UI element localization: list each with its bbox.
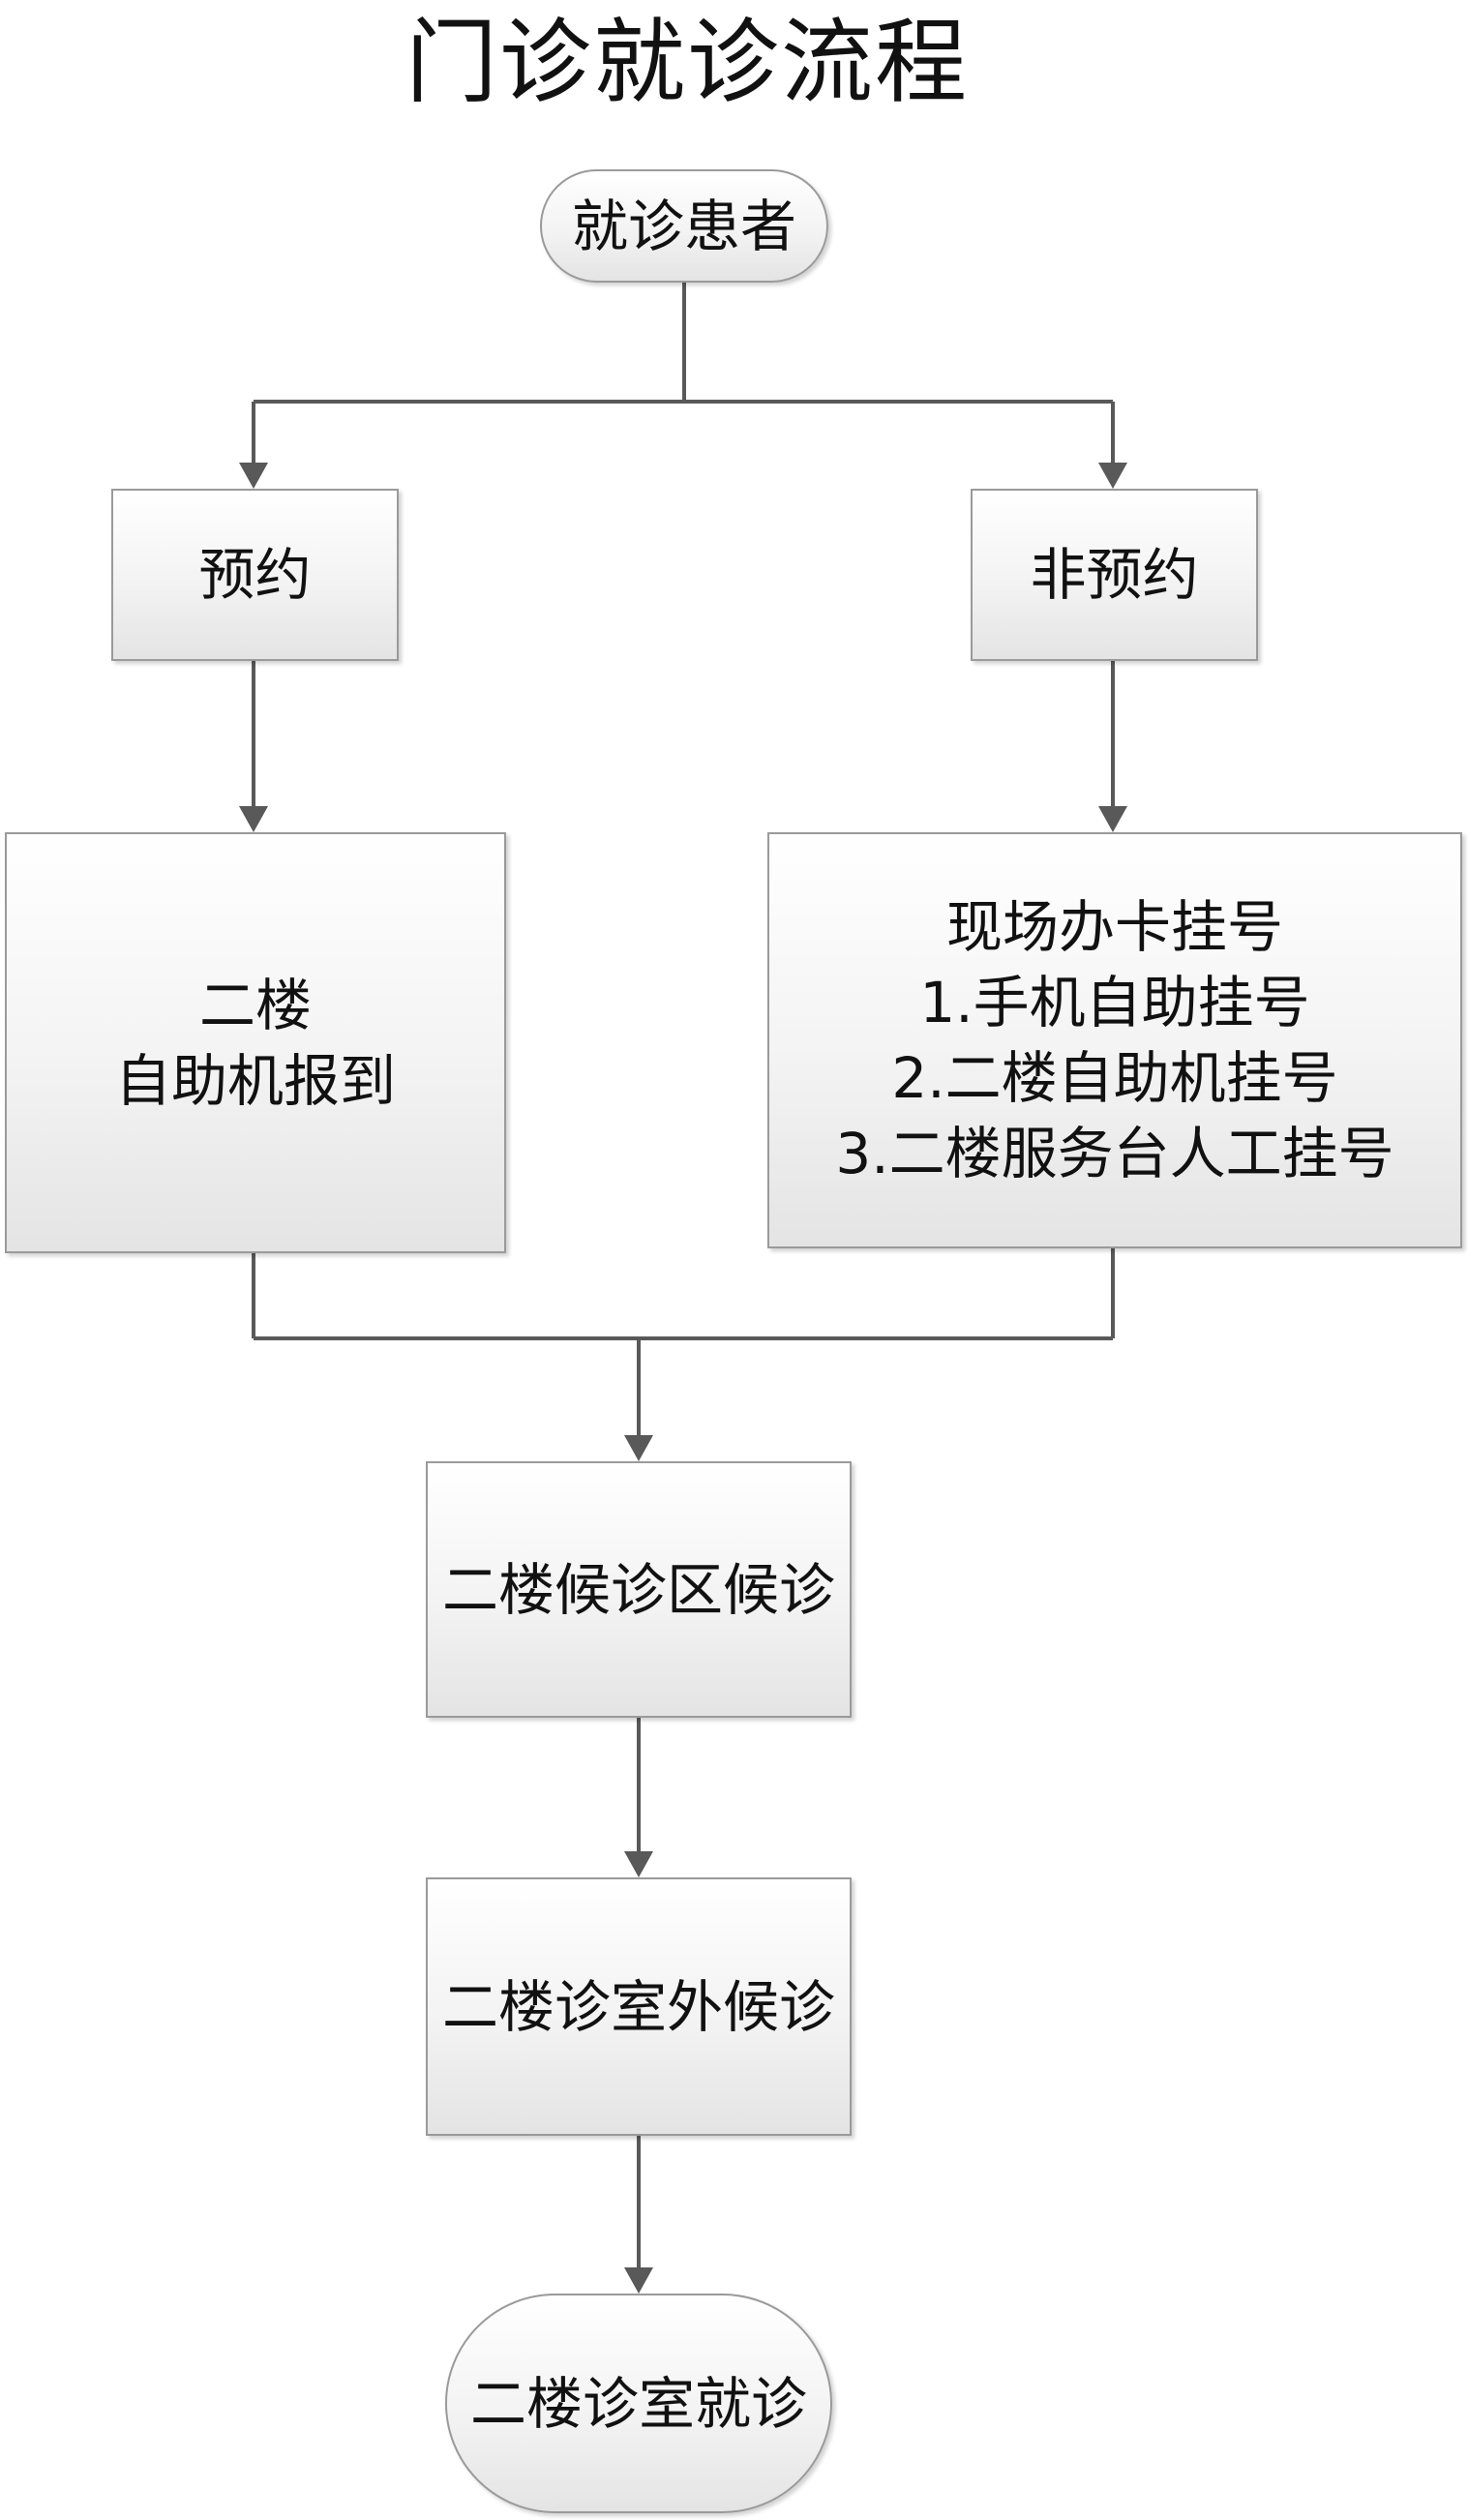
arrowhead-appointment [239,463,268,489]
register-node: 现场办卡挂号 1.手机自助挂号 2.二楼自助机挂号 3.二楼服务台人工挂号 [767,832,1462,1248]
checkin-line-2: 自助机报到 [114,1047,396,1114]
start-node-label: 就诊患者 [571,193,796,259]
waiting-area-label: 二楼候诊区候诊 [441,1556,835,1623]
waiting-outside-label: 二楼诊室外候诊 [441,1973,835,2040]
end-node: 二楼诊室就诊 [445,2294,832,2513]
arrowhead-no-appointment [1098,463,1127,489]
checkin-node: 二楼 自助机报到 [5,832,506,1253]
no-appointment-label: 非预约 [1030,542,1199,608]
arrowhead-checkin [239,806,268,832]
appointment-label: 预约 [198,542,312,608]
arrowhead-register [1098,806,1127,832]
register-line-3: 2.二楼自助机挂号 [891,1045,1338,1111]
register-line-1: 现场办卡挂号 [945,894,1283,960]
waiting-area-node: 二楼候诊区候诊 [426,1461,852,1718]
appointment-node: 预约 [111,489,399,661]
arrowhead-outside [624,1851,653,1877]
start-node: 就诊患者 [540,169,828,283]
register-line-2: 1.手机自助挂号 [919,970,1310,1035]
diagram-title: 门诊就诊流程 [404,10,969,116]
end-node-label: 二楼诊室就诊 [469,2370,807,2437]
waiting-outside-node: 二楼诊室外候诊 [426,1877,852,2136]
arrowhead-waiting [624,1435,653,1461]
arrowhead-end [624,2267,653,2294]
no-appointment-node: 非预约 [971,489,1258,661]
checkin-line-1: 二楼 [198,972,312,1038]
register-line-4: 3.二楼服务台人工挂号 [835,1121,1394,1186]
